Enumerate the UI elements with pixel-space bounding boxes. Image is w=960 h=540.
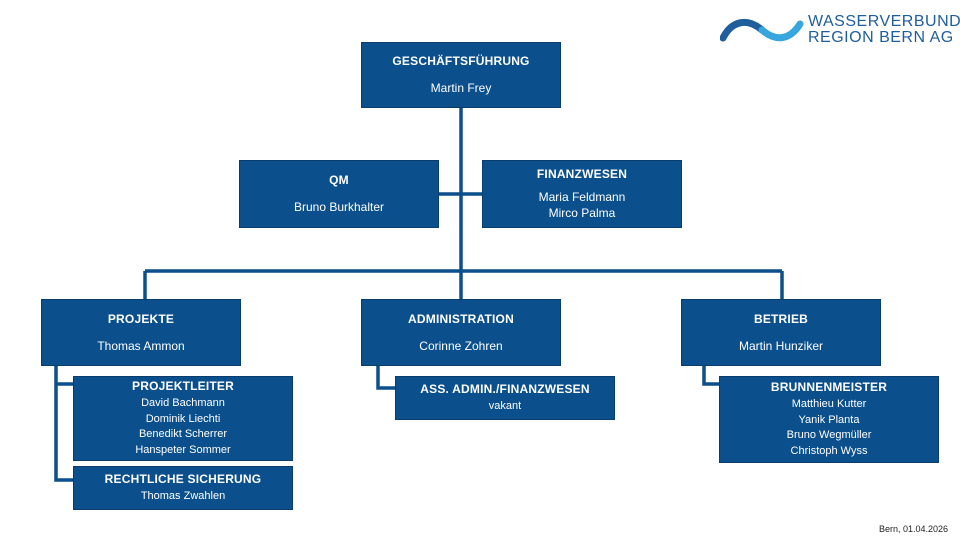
people-list: Corinne Zohren <box>419 338 502 354</box>
person-name: Bruno Wegmüller <box>786 429 872 441</box>
logo-wordmark: WASSERVERBUND REGION BERN AG <box>808 14 960 46</box>
box-geschaeftsfuehrung: GESCHÄFTSFÜHRUNG Martin Frey <box>361 42 561 108</box>
person-name: Thomas Ammon <box>97 338 185 353</box>
people-list: Maria Feldmann Mirco Palma <box>539 189 626 221</box>
box-title: PROJEKTLEITER <box>132 379 234 393</box>
people-list: Bruno Burkhalter <box>294 199 384 215</box>
person-name: Hanspeter Sommer <box>135 443 231 456</box>
person-name: Maria Feldmann <box>538 190 626 204</box>
people-list: David Bachmann Dominik Liechti Benedikt … <box>135 396 230 458</box>
person-name: Dominik Liechti <box>145 412 221 425</box>
box-betrieb: BETRIEB Martin Hunziker <box>681 299 881 366</box>
people-list: Martin Hunziker <box>739 338 823 354</box>
box-title: QM <box>329 173 349 187</box>
company-logo: WASSERVERBUND REGION BERN AG <box>720 14 960 48</box>
person-name: Martin Hunziker <box>738 338 824 353</box>
people-list: Thomas Zwahlen <box>141 489 225 505</box>
person-name: vakant <box>488 399 522 412</box>
footer-date: Bern, 01.04.2026 <box>878 524 948 534</box>
box-title: BRUNNENMEISTER <box>770 380 888 394</box>
box-qm: QM Bruno Burkhalter <box>239 160 439 228</box>
box-finanzwesen: FINANZWESEN Maria Feldmann Mirco Palma <box>482 160 682 228</box>
people-list: Martin Frey <box>431 80 492 96</box>
person-name: Martin Frey <box>430 81 492 95</box>
connector-bm <box>702 366 720 386</box>
person-name: Benedikt Scherrer <box>138 428 228 440</box>
person-name: Mirco Palma <box>548 206 616 220</box>
box-projekte: PROJEKTE Thomas Ammon <box>41 299 241 366</box>
box-title: PROJEKTE <box>107 311 175 326</box>
box-title: RECHTLICHE SICHERUNG <box>104 471 262 486</box>
box-projektleiter: PROJEKTLEITER David Bachmann Dominik Lie… <box>73 376 293 461</box>
person-name: Corinne Zohren <box>419 338 503 353</box>
person-name: Matthieu Kutter <box>791 398 867 410</box>
people-list: Thomas Ammon <box>97 338 184 354</box>
box-rechtliche-sicherung: RECHTLICHE SICHERUNG Thomas Zwahlen <box>73 466 293 510</box>
box-administration: ADMINISTRATION Corinne Zohren <box>361 299 561 366</box>
box-ass-admin-finanzwesen: ASS. ADMIN./FINANZWESEN vakant <box>395 376 615 420</box>
water-wave-icon <box>720 19 804 42</box>
connector-ass <box>376 366 396 390</box>
logo-line-1: WASSERVERBUND <box>808 13 960 30</box>
person-name: David Bachmann <box>141 397 225 409</box>
people-list: vakant <box>489 399 521 415</box>
person-name: Thomas Zwahlen <box>140 489 226 502</box>
connector-proj-sub <box>54 366 74 482</box>
person-name: Christoph Wyss <box>790 444 868 457</box>
box-title: ADMINISTRATION <box>408 311 514 326</box>
box-title: FINANZWESEN <box>536 167 628 181</box>
box-title: BETRIEB <box>753 311 809 326</box>
box-title: ASS. ADMIN./FINANZWESEN <box>420 381 590 396</box>
person-name: Yanik Planta <box>798 413 860 426</box>
box-title: GESCHÄFTSFÜHRUNG <box>392 54 530 68</box>
logo-line-2: REGION BERN AG <box>808 29 954 46</box>
box-brunnenmeister: BRUNNENMEISTER Matthieu Kutter Yanik Pla… <box>719 376 939 463</box>
people-list: Matthieu Kutter Yanik Planta Bruno Wegmü… <box>787 397 872 459</box>
person-name: Bruno Burkhalter <box>293 200 385 214</box>
